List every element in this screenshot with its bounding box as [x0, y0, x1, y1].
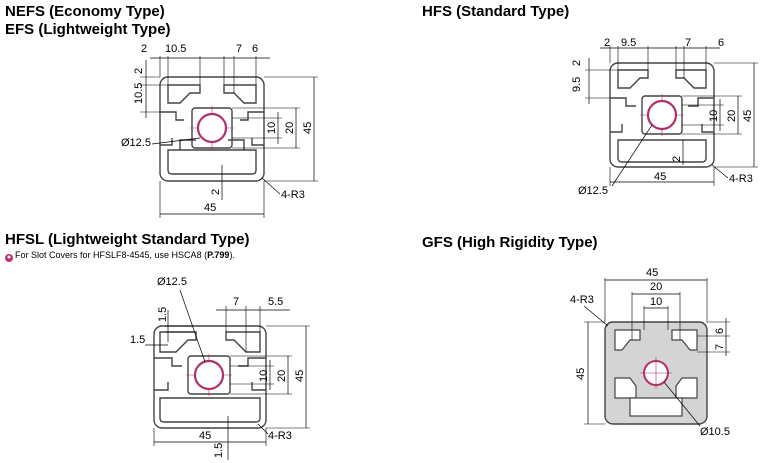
nefs-dim-top-2: 2	[141, 43, 147, 55]
hfs-dim-20: 20	[726, 110, 738, 122]
hfs-profile-drawing	[609, 62, 715, 168]
page-reference-link[interactable]: P.799	[207, 250, 230, 260]
hfsl-dim-top-7: 7	[233, 296, 239, 308]
hfsl-dim-top-5-5: 5.5	[268, 296, 283, 308]
hfsl-note: ●For Slot Covers for HFSLF8-4545, use HS…	[5, 250, 235, 262]
hfs-dim-top-6: 6	[718, 37, 724, 49]
hfsl-dim-left-side: 1.5	[130, 334, 145, 346]
hfs-dimensions: 2 9.5 7 6 9.5 2 10 20 45 2 45 4-R3 Ø12.5	[571, 37, 758, 197]
hfs-dim-left-9-5: 9.5	[571, 77, 583, 92]
nefs-dim-10: 10	[266, 122, 278, 134]
hfsl-dim-20: 20	[276, 370, 288, 382]
nefs-dim-corner: 4-R3	[281, 189, 305, 201]
nefs-dim-width-45: 45	[204, 202, 216, 214]
hfs-dim-corner: 4-R3	[729, 173, 753, 185]
nefs-dim-top-7: 7	[236, 43, 242, 55]
nefs-dim-left-10-5: 10.5	[133, 83, 145, 104]
nefs-dim-top-6: 6	[252, 43, 258, 55]
nefs-dimensions: 2 10.5 7 6 2 10.5 10 20 45 Ø12.5 2 4-R3	[121, 43, 318, 218]
gfs-dim-top-20: 20	[650, 281, 662, 293]
hfs-dim-hole: Ø12.5	[578, 185, 608, 197]
hfs-dim-10: 10	[708, 110, 720, 122]
hfsl-title: HFSL (Lightweight Standard Type)	[5, 231, 250, 248]
nefs-title: NEFS (Economy Type)	[5, 3, 165, 20]
nefs-profile-drawing	[159, 76, 265, 182]
hfsl-dim-45: 45	[294, 370, 306, 382]
gfs-profile-drawing	[604, 321, 708, 425]
hfs-dim-left-2: 2	[571, 60, 583, 66]
gfs-dim-right-7: 7	[714, 344, 726, 350]
hfsl-dim-corner: 4-R3	[268, 430, 292, 442]
gfs-dim-corner: 4-R3	[570, 294, 594, 306]
hfs-dim-45: 45	[742, 110, 754, 122]
nefs-dim-top-10-5: 10.5	[165, 43, 186, 55]
gfs-dim-top-10: 10	[650, 296, 662, 308]
nefs-dim-20: 20	[284, 122, 296, 134]
hfs-dim-width-45: 45	[654, 171, 666, 183]
gfs-dim-hole: Ø10.5	[700, 426, 730, 438]
hfs-title: HFS (Standard Type)	[422, 3, 570, 20]
gfs-title: GFS (High Rigidity Type)	[422, 234, 598, 251]
hfs-dim-bottom-2: 2	[671, 156, 683, 162]
gfs-dim-right-6: 6	[714, 328, 726, 334]
nefs-dim-45: 45	[302, 122, 314, 134]
hfsl-dim-10: 10	[258, 370, 270, 382]
hfsl-dim-hole: Ø12.5	[157, 276, 187, 288]
hfs-dim-top-7: 7	[685, 37, 691, 49]
nefs-dim-hole: Ø12.5	[121, 137, 151, 149]
gfs-dim-top-45: 45	[646, 267, 658, 279]
nefs-dim-left-2: 2	[133, 68, 145, 74]
hfs-dim-top-2: 2	[604, 37, 610, 49]
hfsl-profile-drawing	[153, 325, 267, 429]
hfsl-dim-left-top: 1.5	[157, 307, 169, 322]
hfsl-dim-width-45: 45	[199, 430, 211, 442]
hfs-dim-top-9-5: 9.5	[621, 37, 636, 49]
nefs-dim-bottom-2: 2	[210, 189, 222, 195]
efs-title: EFS (Lightweight Type)	[5, 21, 171, 38]
hfsl-dim-bottom: 1.5	[213, 443, 225, 458]
hfsl-dimensions: Ø12.5 7 5.5 1.5 1.5 10 20 45 45 4-R3 1.5	[130, 276, 310, 460]
pin-icon: ●	[5, 254, 13, 262]
gfs-dim-left-45: 45	[575, 368, 587, 380]
gfs-dimensions: 45 20 10 4-R3 6 7 45 Ø10.5	[570, 267, 730, 438]
